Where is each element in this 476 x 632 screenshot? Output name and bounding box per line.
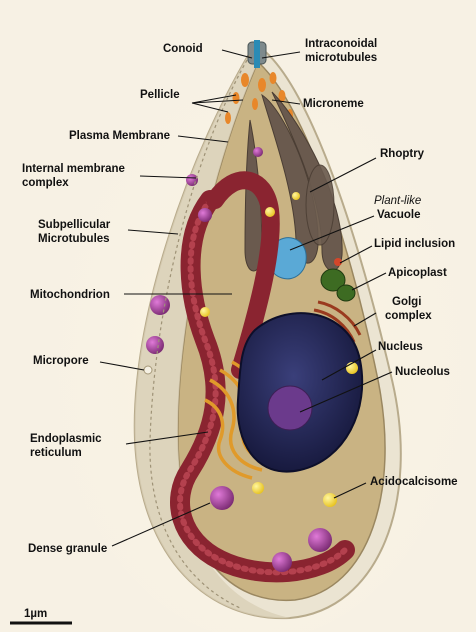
label-nucleolus: Nucleolus [395, 366, 450, 378]
label-dense-granule: Dense granule [28, 543, 107, 555]
label-vacuole: Vacuole [377, 209, 420, 221]
intraconoidal-microtubules [254, 40, 260, 68]
label-pellicle: Pellicle [140, 89, 180, 101]
label-intraconoidal-2: microtubules [305, 52, 377, 64]
label-microneme: Microneme [303, 98, 364, 110]
label-apicoplast: Apicoplast [388, 267, 447, 279]
label-rhoptry: Rhoptry [380, 148, 425, 160]
label-internal-membrane-1: Internal membrane [22, 163, 125, 175]
micropore [144, 366, 152, 374]
scale-bar-label: 1µm [24, 608, 47, 620]
label-intraconoidal-1: Intraconoidal [305, 38, 377, 50]
label-lipid-inclusion: Lipid inclusion [374, 238, 455, 250]
label-conoid: Conoid [163, 43, 203, 55]
label-plasma-membrane: Plasma Membrane [69, 130, 170, 142]
label-er-1: Endoplasmic [30, 433, 102, 445]
label-nucleus: Nucleus [378, 341, 423, 353]
label-acidocalcisome: Acidocalcisome [370, 476, 458, 488]
label-golgi-1: Golgi [392, 296, 421, 308]
label-mitochondrion: Mitochondrion [30, 289, 110, 301]
label-subpellicular-1: Subpellicular [38, 219, 111, 231]
label-plant-like: Plant-like [374, 195, 421, 207]
label-golgi-2: complex [385, 310, 432, 322]
label-internal-membrane-2: complex [22, 177, 69, 189]
nucleolus [268, 386, 312, 430]
label-subpellicular-2: Microtubules [38, 233, 110, 245]
label-micropore: Micropore [33, 355, 89, 367]
label-er-2: reticulum [30, 447, 82, 459]
